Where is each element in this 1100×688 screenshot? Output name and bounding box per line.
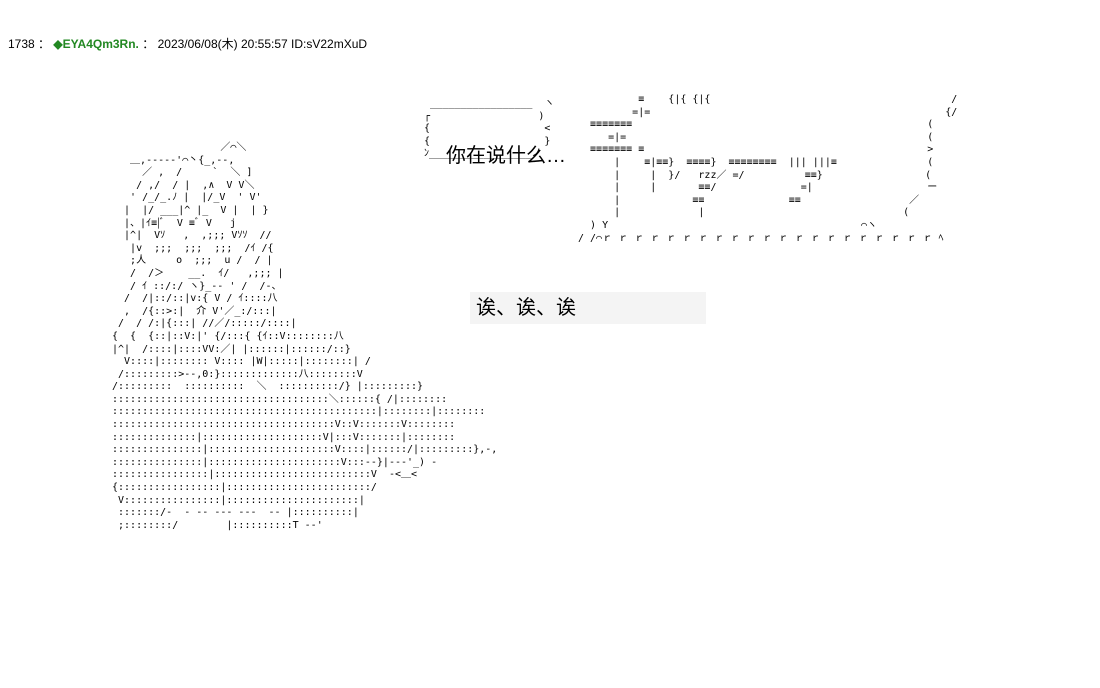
ascii-art-sound-effect: ≡ {|{ {|{ / =|= {/ ≡≡≡≡≡≡≡ ( =|= — [578, 94, 958, 244]
post-separator: ： — [142, 37, 155, 51]
poster-id: ID:sV22mXuD — [291, 37, 368, 51]
speech-bubble-frame: _________________ ヽ ┌ ) { < { } ﾝ_______… — [424, 98, 555, 160]
narration-text: 诶、诶、诶 — [476, 297, 576, 319]
post-header: 1738 ： ◆EYA4Qm3Rn. ： 2023/06/08(木) 20:55… — [8, 36, 367, 52]
post-datetime: 2023/06/08(木) 20:55:57 — [157, 37, 288, 51]
poster-name[interactable]: ◆EYA4Qm3Rn. — [53, 37, 139, 51]
speech-bubble-text: 你在说什么… — [446, 145, 566, 167]
narration-box: 诶、诶、诶 — [470, 292, 706, 324]
ascii-art-girl: ／⌒＼ ＿,-‐--‐'⌒丶{_,-‐, ／ , / ` ＼ ] / ,/ / … — [112, 142, 498, 531]
post-number: 1738 — [8, 37, 35, 51]
post-separator: ： — [38, 37, 51, 51]
